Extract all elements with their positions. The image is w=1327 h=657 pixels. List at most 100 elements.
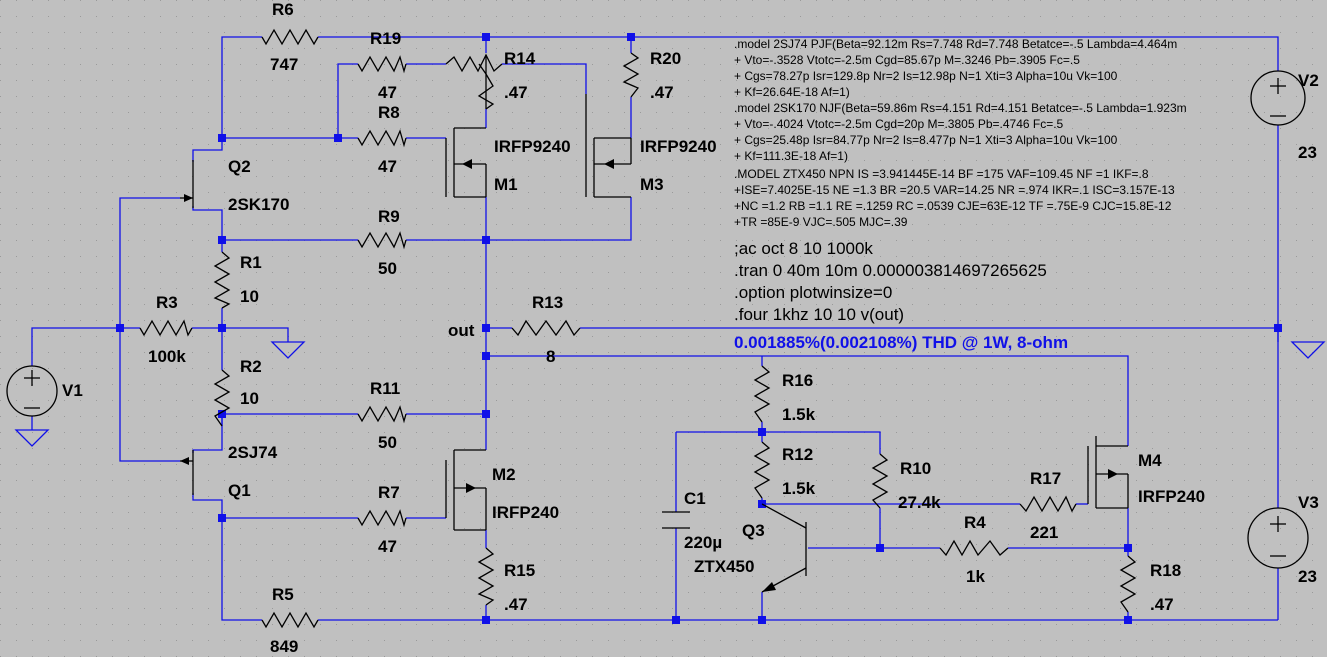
- m2-name: M2: [492, 465, 516, 484]
- q1-name: Q1: [228, 481, 251, 500]
- voltage-source-v3[interactable]: [1247, 507, 1309, 569]
- r18-value: .47: [1150, 595, 1174, 614]
- r16-value: 1.5k: [782, 405, 816, 424]
- component-labels: R6 747 R19 47 R14 .47 R20 .47 R8 47 IRFP…: [62, 0, 1319, 656]
- resistor-r16[interactable]: [753, 365, 771, 423]
- directive-line: +NC =1.2 RB =1.1 RE =.1259 RC =.0539 CJE…: [734, 199, 1172, 213]
- resistor-r1[interactable]: [213, 251, 231, 309]
- directive-line: +ISE=7.4025E-15 NE =1.3 BR =20.5 VAR=14.…: [734, 183, 1175, 197]
- resistor-r7[interactable]: [357, 509, 407, 528]
- r8-value: 47: [378, 157, 397, 176]
- c1-name: C1: [684, 489, 706, 508]
- r12-name: R12: [782, 445, 813, 464]
- r19-value: 47: [378, 83, 397, 102]
- r10-name: R10: [900, 459, 931, 478]
- r6-name: R6: [272, 0, 294, 19]
- m4-name: M4: [1138, 451, 1162, 470]
- bjt-q3[interactable]: [761, 503, 807, 593]
- directive-option: .option plotwinsize=0: [734, 283, 892, 302]
- q2-name: Q2: [228, 157, 251, 176]
- jfet-q2[interactable]: [180, 160, 194, 208]
- directive-line: .model 2SK170 NJF(Beta=59.86m Rs=4.151 R…: [734, 101, 1187, 115]
- resistor-r2[interactable]: [213, 369, 231, 427]
- mosfet-m4[interactable]: [1087, 436, 1129, 509]
- ground-symbol: [270, 341, 306, 359]
- q1-value: 2SJ74: [228, 443, 278, 462]
- directive-line: + Vto=-.4024 Vtotc=-2.5m Cgd=20p M=.3805…: [734, 117, 1064, 131]
- m3-name: M3: [640, 175, 664, 194]
- r2-value: 10: [240, 389, 259, 408]
- jfet-q1[interactable]: [180, 450, 194, 495]
- r8-name: R8: [378, 103, 400, 122]
- q3-name: Q3: [742, 521, 765, 540]
- resistor-r5[interactable]: [261, 611, 319, 629]
- r13-value: 8: [546, 347, 555, 366]
- r2-name: R2: [240, 357, 262, 376]
- resistor-r20[interactable]: [622, 52, 640, 98]
- capacitor-c1[interactable]: [662, 511, 690, 529]
- r1-value: 10: [240, 287, 259, 306]
- spice-model-directives[interactable]: .model 2SJ74 PJF(Beta=92.12m Rs=7.748 Rd…: [734, 37, 1187, 229]
- r3-name: R3: [156, 293, 178, 312]
- directive-line: .MODEL ZTX450 NPN IS =3.941445E-14 BF =1…: [734, 167, 1149, 181]
- resistor-r9[interactable]: [357, 231, 407, 250]
- directive-ac: ;ac oct 8 10 1000k: [734, 239, 873, 258]
- r7-value: 47: [378, 537, 397, 556]
- resistor-r13[interactable]: [511, 319, 581, 337]
- r9-value: 50: [378, 259, 397, 278]
- directive-line: +TR =85E-9 VJC=.505 MJC=.39: [734, 215, 908, 229]
- resistor-r4[interactable]: [939, 539, 1009, 557]
- wires[interactable]: [31, 36, 1279, 621]
- resistor-r12[interactable]: [753, 441, 771, 499]
- resistor-r14[interactable]: [445, 53, 503, 73]
- r17-name: R17: [1030, 469, 1061, 488]
- resistor-r11[interactable]: [357, 405, 407, 424]
- v3-name: V3: [1298, 493, 1319, 512]
- r15-name: R15: [504, 561, 535, 580]
- out-net-label: out: [448, 321, 475, 340]
- resistor-r10[interactable]: [871, 453, 889, 509]
- mosfet-m1[interactable]: [445, 127, 487, 198]
- m3-value: IRFP9240: [640, 137, 717, 156]
- spice-simulation-directives[interactable]: ;ac oct 8 10 1000k .tran 0 40m 10m 0.000…: [734, 239, 1047, 324]
- r20-value: .47: [650, 83, 674, 102]
- r10-value: 27.4k: [898, 493, 941, 512]
- m1-value: IRFP9240: [494, 137, 571, 156]
- resistor-r6[interactable]: [261, 28, 319, 46]
- directive-line: + Kf=111.3E-18 Af=1): [734, 149, 848, 163]
- resistor-r15[interactable]: [477, 547, 495, 606]
- resistor-r18[interactable]: [1119, 555, 1137, 613]
- r11-value: 50: [378, 433, 397, 452]
- v3-value: 23: [1298, 567, 1317, 586]
- v2-value: 23: [1298, 143, 1317, 162]
- r16-name: R16: [782, 371, 813, 390]
- directive-line: + Vto=-.3528 Vtotc=-2.5m Cgd=85.67p M=.3…: [734, 53, 1080, 67]
- ground-symbol: [1290, 341, 1326, 359]
- voltage-source-v1[interactable]: [6, 365, 58, 417]
- resistor-r17[interactable]: [1019, 495, 1077, 513]
- directive-four: .four 1khz 10 10 v(out): [734, 305, 904, 324]
- v1-name: V1: [62, 381, 83, 400]
- r14-name: R14: [504, 49, 536, 68]
- r5-value: 849: [270, 637, 298, 656]
- m2-value: IRFP240: [492, 503, 559, 522]
- mosfet-m2[interactable]: [445, 449, 487, 531]
- ground-symbol: [14, 429, 50, 447]
- r3-value: 100k: [148, 347, 186, 366]
- voltage-source-v2[interactable]: [1250, 70, 1306, 126]
- q3-value: ZTX450: [694, 557, 754, 576]
- mosfet-m3[interactable]: [585, 94, 632, 198]
- r12-value: 1.5k: [782, 479, 816, 498]
- c1-value: 220µ: [684, 533, 722, 552]
- resistor-r3[interactable]: [139, 319, 193, 337]
- directive-line: + Cgs=25.48p Isr=84.77p Nr=2 Is=8.477p N…: [734, 133, 1118, 147]
- resistor-r19[interactable]: [357, 55, 407, 74]
- r15-value: .47: [504, 595, 528, 614]
- directive-line: + Kf=26.64E-18 Af=1): [734, 85, 850, 99]
- directive-line: + Cgs=78.27p Isr=129.8p Nr=2 Is=12.98p N…: [734, 69, 1118, 83]
- r5-name: R5: [272, 585, 294, 604]
- resistor-r8[interactable]: [357, 129, 407, 148]
- v2-name: V2: [1298, 71, 1319, 90]
- thd-result-note[interactable]: 0.001885%(0.002108%) THD @ 1W, 8-ohm: [734, 333, 1068, 352]
